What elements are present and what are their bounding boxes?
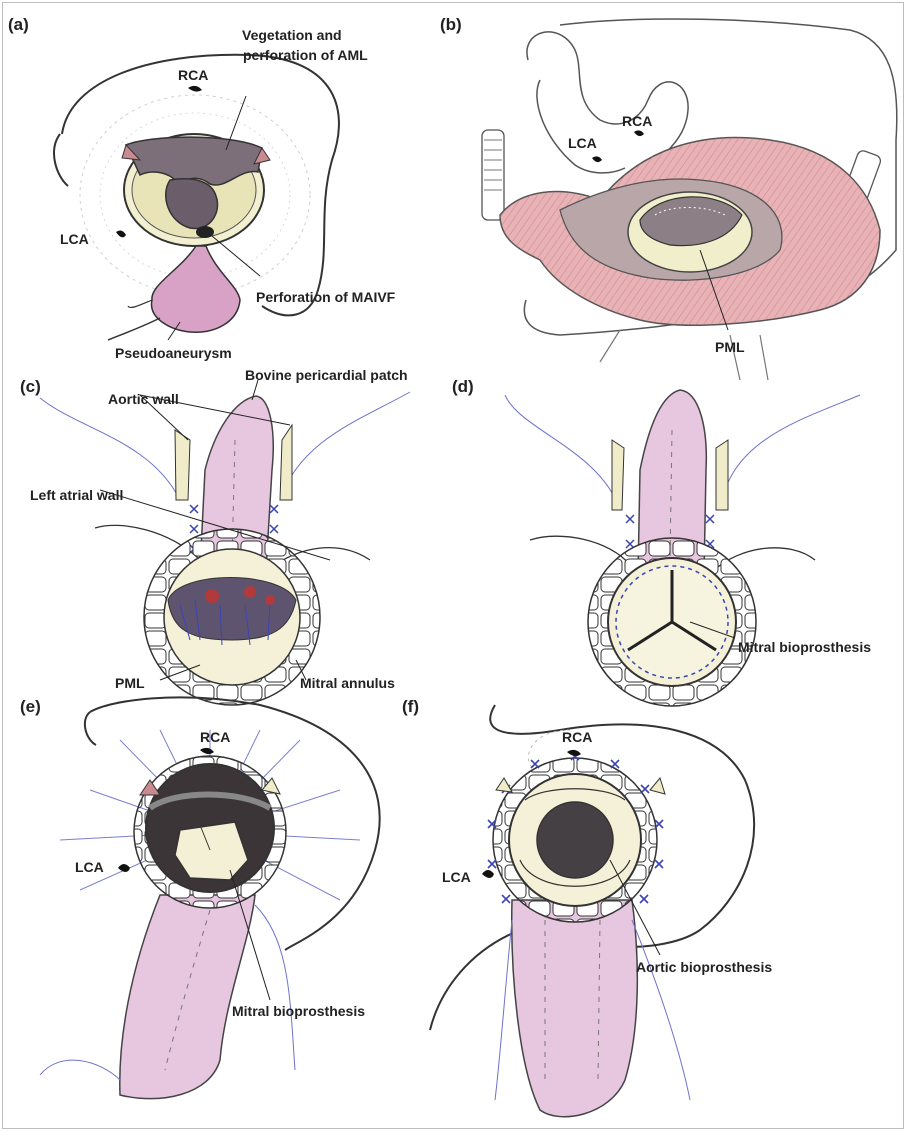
label-mitral-bioprosthesis-d: Mitral bioprosthesis [738, 639, 871, 655]
label-aortic-bioprosthesis: Aortic bioprosthesis [636, 959, 772, 975]
rca-ostium-icon [188, 86, 202, 92]
label-mitral-annulus: Mitral annulus [300, 675, 395, 691]
aorta-drawing [527, 32, 688, 170]
panel-d: (d) Mitral bioprosthesis [452, 377, 871, 706]
bovine-patch-e [120, 895, 255, 1099]
label-perforation: Perforation of MAIVF [256, 289, 396, 305]
bovine-patch-f [512, 900, 638, 1117]
panel-e-label: (e) [20, 697, 41, 716]
label-pml-b: PML [715, 339, 745, 355]
label-rca-f: RCA [562, 729, 592, 745]
label-lca-e: LCA [75, 859, 104, 875]
label-rca-e: RCA [200, 729, 230, 745]
panel-b: (b) LCA RCA PML [440, 15, 897, 380]
label-left-atrial-wall: Left atrial wall [30, 487, 123, 503]
panel-a-label: (a) [8, 15, 29, 34]
panel-b-label: (b) [440, 15, 462, 34]
cannula-left [482, 130, 504, 220]
label-rca-b: RCA [622, 113, 652, 129]
panel-e: (e) RCA LCA Mitral bioprosthesis [20, 697, 380, 1099]
panel-d-label: (d) [452, 377, 474, 396]
label-lca-b: LCA [568, 135, 597, 151]
panel-c: (c) [20, 367, 410, 705]
panel-f-label: (f) [402, 697, 419, 716]
label-rca-a: RCA [178, 67, 208, 83]
label-pseudoaneurysm: Pseudoaneurysm [115, 345, 232, 361]
lca-ostium-e-icon [118, 864, 130, 872]
panel-c-label: (c) [20, 377, 41, 396]
lca-ostium-f-icon [482, 870, 494, 878]
label-lca-f: LCA [442, 869, 471, 885]
label-patch: Bovine pericardial patch [245, 367, 408, 383]
panel-a: (a) Vegetation and perforation of AML RC… [8, 15, 396, 361]
lca-ostium-b-icon [592, 156, 602, 162]
label-vegetation-line1: Vegetation and [242, 27, 342, 43]
perforation-hole [196, 226, 214, 238]
label-mitral-bioprosthesis-e: Mitral bioprosthesis [232, 1003, 365, 1019]
label-vegetation-line2: perforation of AML [243, 47, 368, 63]
panel-f: (f) RCA LCA Aortic bioprosthesis [402, 697, 772, 1117]
rca-ostium-e-icon [200, 748, 214, 754]
rca-ostium-f-icon [567, 750, 581, 756]
mitral-bioprosthesis-e [175, 822, 248, 880]
label-lca-a: LCA [60, 231, 89, 247]
pseudoaneurysm [152, 246, 240, 332]
label-aortic-wall: Aortic wall [108, 391, 179, 407]
label-pml-c: PML [115, 675, 145, 691]
lca-ostium-icon [116, 231, 126, 238]
